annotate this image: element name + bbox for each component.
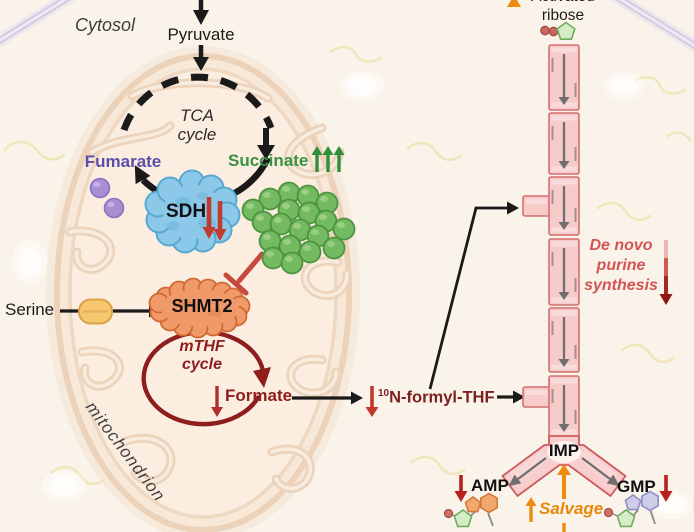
background-squiggles: [3, 45, 692, 485]
activated-ribose-molecule: [507, 0, 576, 41]
succinate-label: Succinate: [228, 151, 309, 170]
formate-down-arrow-icon: [211, 386, 223, 417]
formylthf-to-pathway-arrow: [497, 390, 525, 404]
gmp-label: GMP: [617, 477, 656, 496]
gmp-down-arrow-icon: [659, 475, 673, 502]
inhibition-tbar-icon: [223, 251, 265, 296]
de-novo-down-arrow-icon: [659, 240, 673, 305]
activated-ribose-label: Activatedribose: [531, 0, 595, 25]
de-novo-label-line2: purine: [596, 257, 646, 274]
fumarate-molecules: [89, 177, 125, 219]
pathway-step-ticks: [551, 58, 577, 424]
cell-membrane: [0, 0, 694, 53]
formyl-thf-name: N-formyl-THF: [389, 388, 495, 407]
formylthf-to-upper-step-arrow: [428, 201, 519, 390]
formyl-thf-label: 10N-formyl-THF: [378, 388, 495, 408]
gmp-molecule: [603, 490, 660, 528]
salvage-label: Salvage: [539, 499, 604, 518]
mthf-cycle-label-line2: cycle: [181, 356, 223, 373]
amp-molecule: [443, 492, 499, 528]
cytosol-label: Cytosol: [75, 15, 136, 35]
activated-ribose-up-arrow-icon: [507, 0, 521, 7]
mthf-cycle-arrow: [141, 329, 271, 427]
amp-label: AMP: [471, 476, 509, 495]
pyruvate-entry-arrow: [193, 0, 209, 71]
formate-to-formylthf-arrow: [292, 391, 363, 405]
de-novo-label-line1: De novo: [589, 237, 653, 254]
pathway-step-arrows: [558, 54, 570, 432]
mthf-cycle-label-line1: mTHF: [179, 338, 225, 355]
background-highlights: [12, 71, 692, 519]
imp-label: IMP: [548, 441, 580, 460]
activated-ribose-label-line2: ribose: [541, 7, 585, 24]
serine-transporter: [78, 298, 113, 325]
fumarate-arrow-icon: [134, 165, 151, 185]
tca-direction-arrow-icon: [257, 145, 275, 160]
de-novo-label-line3: synthesis: [584, 277, 658, 294]
succinate-granule-cluster: [241, 181, 356, 275]
tca-dashed-arc: [120, 73, 275, 132]
sdh-down-arrows-icon: [202, 197, 227, 241]
de-novo-purine-synthesis-label: De novo purine synthesis: [584, 236, 658, 296]
tca-cycle-label-line2: cycle: [177, 125, 217, 144]
sdh-label: SDH: [166, 201, 207, 222]
succinate-up-arrows-icon: [311, 146, 345, 172]
imp-junction: [501, 435, 627, 497]
shmt2-enzyme-blob: [148, 277, 251, 339]
pyruvate-label: Pyruvate: [167, 25, 235, 44]
activated-ribose-label-line1: Activated: [531, 0, 595, 6]
salvage-up-arrow-icon: [525, 464, 571, 532]
formate-label: Formate: [225, 386, 293, 405]
formyl-thf-superscript: 10: [378, 388, 390, 399]
fumarate-label: Fumarate: [84, 152, 162, 171]
purine-pathway-column: [501, 44, 627, 497]
amp-down-arrow-icon: [454, 475, 468, 502]
tca-cycle-label-line1: TCA: [179, 106, 214, 125]
formylthf-down-arrow-icon: [365, 386, 379, 417]
shmt2-label: SHMT2: [171, 296, 233, 316]
cristae: [65, 78, 352, 493]
serine-label: Serine: [5, 300, 55, 319]
